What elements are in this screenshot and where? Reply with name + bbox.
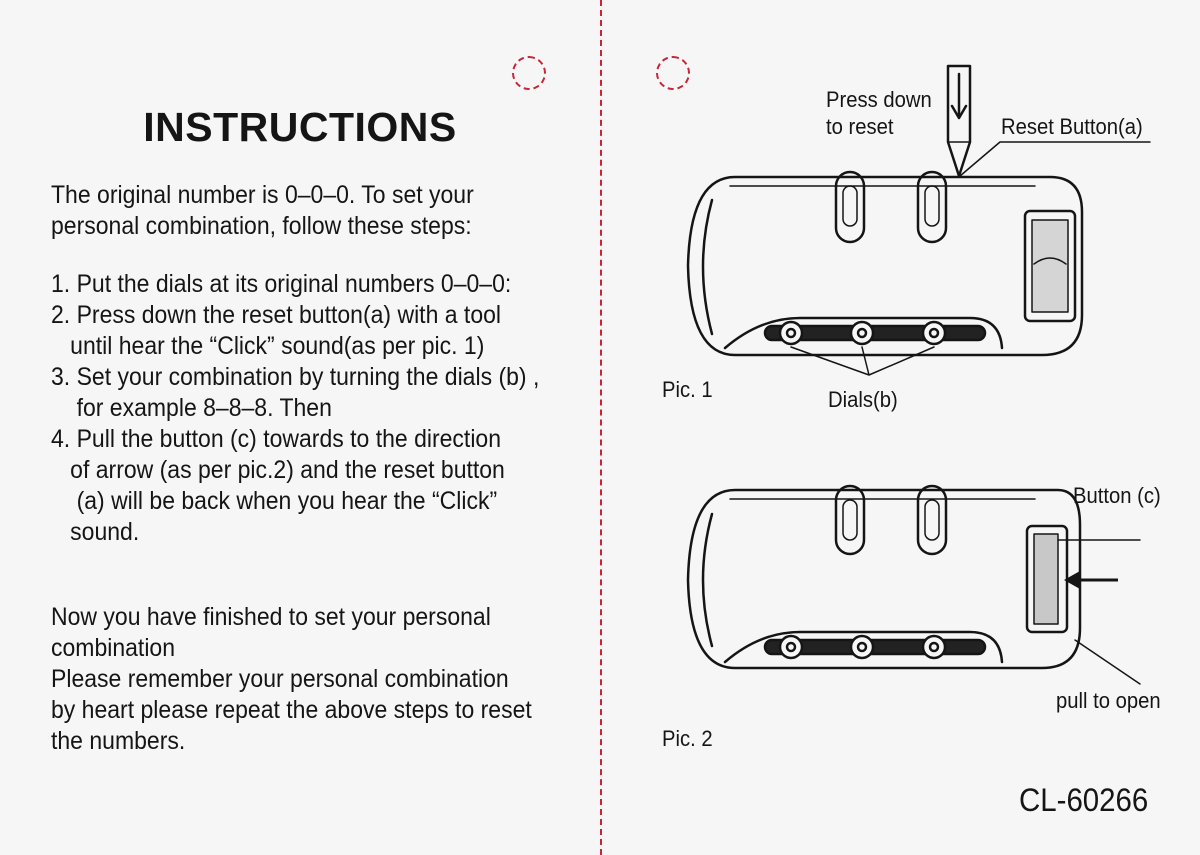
button-c-label: Button (c)	[1073, 483, 1161, 508]
steps-list: 1. Put the dials at its original numbers…	[51, 270, 540, 546]
punch-hole-left	[512, 56, 546, 90]
pic2-caption: Pic. 2	[662, 726, 713, 751]
pull-to-open-label: pull to open	[1056, 688, 1161, 713]
intro-text: The original number is 0–0–0. To set you…	[51, 181, 474, 240]
model-number: CL-60266	[1019, 782, 1149, 818]
lock-illustration-pic1	[686, 64, 1151, 376]
instruction-card-left	[0, 0, 600, 855]
instructions-title: INSTRUCTIONS	[143, 104, 457, 150]
lock-illustration-pic2	[686, 484, 1141, 685]
press-down-label: Press down to reset	[826, 87, 932, 139]
pull-arrow-icon	[1064, 571, 1118, 589]
perforation-line	[600, 0, 602, 855]
closing-text: Now you have finished to set your person…	[51, 603, 532, 755]
reset-button-label: Reset Button(a)	[1001, 114, 1143, 139]
pic1-caption: Pic. 1	[662, 377, 713, 402]
dials-label: Dials(b)	[828, 387, 898, 412]
punch-hole-right	[656, 56, 690, 90]
